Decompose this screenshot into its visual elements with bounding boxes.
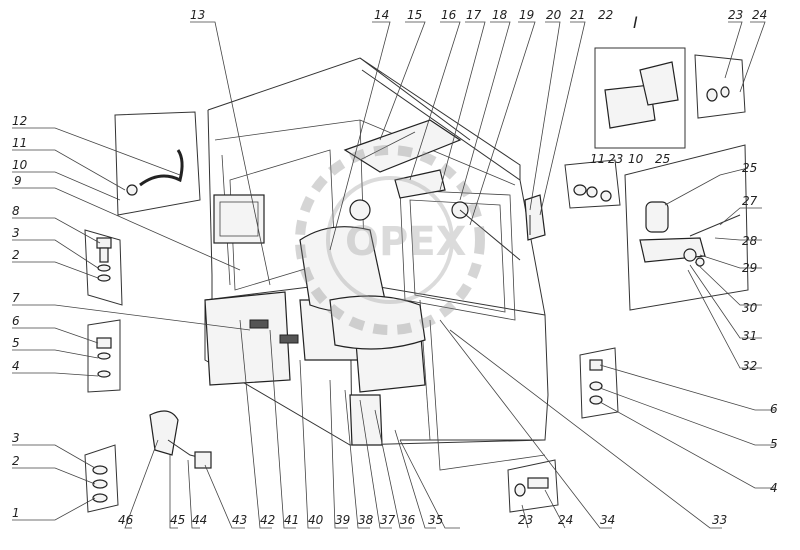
callout-25-right: 25 (655, 152, 670, 166)
callout-37: 37 (380, 513, 396, 527)
callout-46: 46 (118, 513, 134, 527)
callout-43: 43 (232, 513, 247, 527)
callout-4-left: 4 (12, 359, 20, 373)
linkage-inset (624, 144, 749, 311)
callout-15: 15 (407, 8, 422, 22)
callout-10-left: 10 (12, 158, 28, 172)
bolt-inset-mid (87, 319, 121, 393)
callout-3-upper: 3 (12, 226, 20, 240)
seat (299, 226, 426, 350)
callout-1: 1 (12, 506, 20, 520)
callout-6-right: 6 (770, 402, 778, 416)
callout-5-left: 5 (12, 336, 20, 350)
bolt-inset-bottom (507, 459, 559, 513)
callout-23-right: 23 (608, 152, 623, 166)
callout-labels: 13 14 15 16 17 18 19 20 21 22 23 24 12 1… (12, 8, 778, 527)
callout-27: 27 (742, 194, 758, 208)
callout-31: 31 (742, 329, 757, 343)
view-i-inset (594, 47, 746, 149)
bolt-inset-right (579, 347, 619, 419)
callout-33: 33 (712, 513, 727, 527)
callout-11-left: 11 (12, 136, 27, 150)
callout-2-lower: 2 (12, 454, 20, 468)
callout-26: 25 (742, 161, 757, 175)
callout-40: 40 (308, 513, 324, 527)
callout-23-top: 23 (728, 8, 743, 22)
callout-32: 32 (742, 359, 757, 373)
callout-14: 14 (374, 8, 389, 22)
callout-3-lower: 3 (12, 431, 20, 445)
callout-23-bottom: 23 (518, 513, 533, 527)
callout-35: 35 (428, 513, 443, 527)
callout-28: 28 (742, 234, 758, 248)
leader-lines (12, 21, 775, 529)
watermark-gear: OPEX (295, 145, 485, 335)
callout-16: 16 (441, 8, 457, 22)
callout-29: 29 (742, 261, 757, 275)
callout-34: 34 (600, 513, 615, 527)
window-frames (343, 119, 546, 261)
callout-42: 42 (260, 513, 275, 527)
callout-6-left: 6 (12, 314, 20, 328)
callout-5-right: 5 (770, 437, 778, 451)
callout-36: 36 (400, 513, 416, 527)
callout-24-bottom: 24 (558, 513, 573, 527)
callout-38: 38 (358, 513, 374, 527)
callout-39: 39 (335, 513, 350, 527)
callout-10-right: 10 (628, 152, 644, 166)
callout-12: 12 (12, 114, 27, 128)
callout-30: 30 (742, 301, 758, 315)
callout-2-upper: 2 (12, 248, 20, 262)
nut-inset-right (564, 159, 621, 209)
nut-inset-bottom (84, 444, 119, 513)
callout-7: 7 (12, 291, 20, 305)
callout-19: 19 (519, 8, 534, 22)
callout-17: 17 (466, 8, 482, 22)
callout-22: 22 (598, 8, 613, 22)
callout-9: 9 (14, 174, 22, 188)
callout-24-top: 24 (752, 8, 767, 22)
callout-45: 45 (170, 513, 185, 527)
callout-13: 13 (190, 8, 205, 22)
view-label: I (633, 13, 638, 32)
hose-inset (114, 111, 201, 216)
callout-21: 21 (570, 8, 585, 22)
mirror-bracket-inset (149, 410, 212, 469)
callout-8: 8 (12, 204, 20, 218)
callout-11-right: 11 (590, 152, 605, 166)
callout-20: 20 (546, 8, 562, 22)
watermark-text: OPEX (345, 219, 467, 265)
callout-41: 41 (284, 513, 299, 527)
dashboard-panel (204, 194, 426, 446)
callout-44: 44 (192, 513, 207, 527)
bolt-inset-top (84, 229, 123, 306)
callout-18: 18 (492, 8, 508, 22)
callout-4-right: 4 (770, 481, 778, 495)
